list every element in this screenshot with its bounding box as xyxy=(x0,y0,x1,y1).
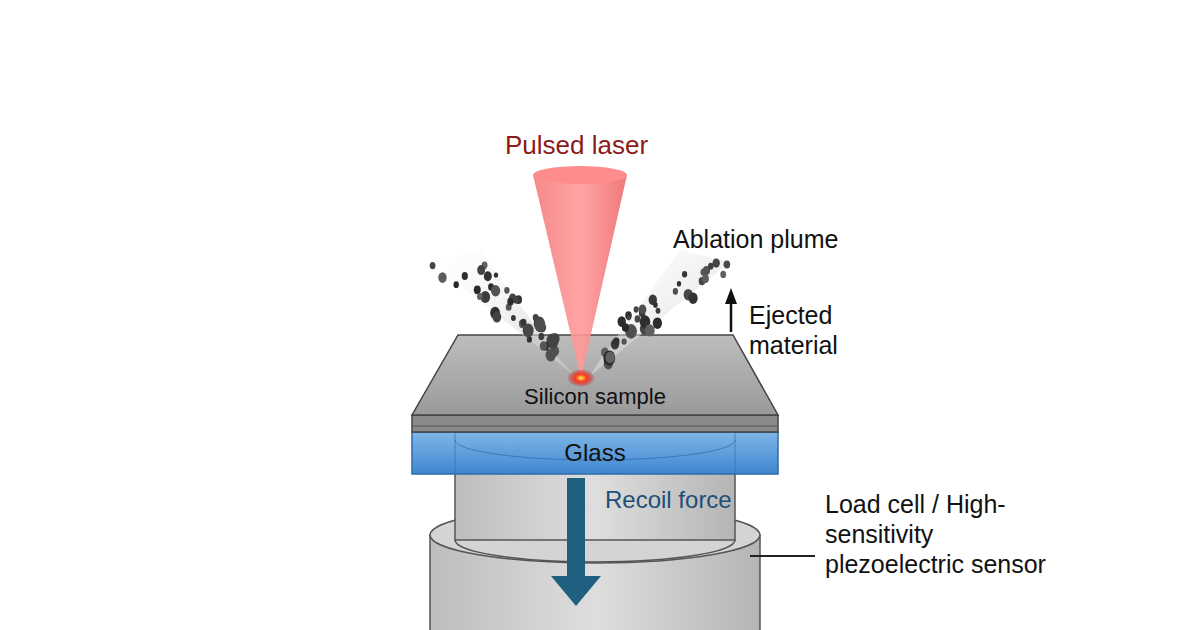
particle xyxy=(625,311,632,319)
particle xyxy=(462,272,468,280)
particle xyxy=(724,260,731,268)
particle xyxy=(494,272,498,277)
particle xyxy=(438,272,446,283)
particle xyxy=(538,333,544,340)
recoil-label: Recoil force xyxy=(605,486,795,515)
particle xyxy=(493,312,502,323)
recoil-arrow xyxy=(567,478,585,578)
sensor-label: Load cell / High-sensitivity plezoelectr… xyxy=(825,489,1050,579)
ejected-label: Ejected material xyxy=(749,300,879,360)
laser-beam xyxy=(533,166,627,184)
particle xyxy=(634,306,639,312)
plume-cone xyxy=(430,250,575,376)
particle xyxy=(535,319,546,332)
glass-plate xyxy=(412,432,778,474)
particle xyxy=(653,302,658,308)
particle xyxy=(504,287,509,294)
particle xyxy=(627,316,631,321)
particle xyxy=(689,292,698,304)
silicon-plate xyxy=(412,335,778,432)
particle xyxy=(677,281,681,287)
plume-cone xyxy=(590,250,730,376)
particle xyxy=(454,281,459,288)
layer-label: Silicon sample xyxy=(524,384,666,410)
particle xyxy=(613,337,620,345)
laser-label: Pulsed laser xyxy=(505,130,705,161)
particle xyxy=(523,324,534,338)
layer-label: Glass xyxy=(564,439,625,468)
particle xyxy=(603,351,615,366)
plume-label: Ablation plume xyxy=(673,224,933,254)
glass-layer: Glass xyxy=(412,432,778,474)
particle xyxy=(618,316,626,327)
particle xyxy=(708,263,713,270)
particle xyxy=(635,315,641,322)
ejection-arrow xyxy=(730,302,733,332)
particle xyxy=(682,271,687,277)
particle xyxy=(622,338,627,344)
particle xyxy=(507,298,513,306)
particle xyxy=(484,271,492,281)
ejection-arrow xyxy=(725,288,737,304)
particle xyxy=(656,308,661,314)
particle xyxy=(511,315,516,321)
particle xyxy=(491,285,500,296)
particle xyxy=(605,351,614,363)
particle xyxy=(702,275,709,283)
particle xyxy=(546,349,556,362)
particle xyxy=(645,324,655,336)
laser-beam xyxy=(533,175,627,378)
particle xyxy=(673,288,678,295)
particle xyxy=(654,318,661,327)
particle xyxy=(474,285,481,294)
particle xyxy=(653,317,662,329)
particle xyxy=(639,305,647,315)
particle xyxy=(430,262,436,269)
particle xyxy=(720,271,726,278)
particle xyxy=(713,259,720,268)
particle xyxy=(540,341,547,350)
particle xyxy=(477,293,483,300)
recoil-arrow xyxy=(551,576,601,606)
sample-layer: Silicon sample xyxy=(440,380,750,414)
particle xyxy=(477,265,485,275)
leader-line xyxy=(750,555,815,557)
particle xyxy=(513,297,518,304)
particle xyxy=(551,333,560,344)
